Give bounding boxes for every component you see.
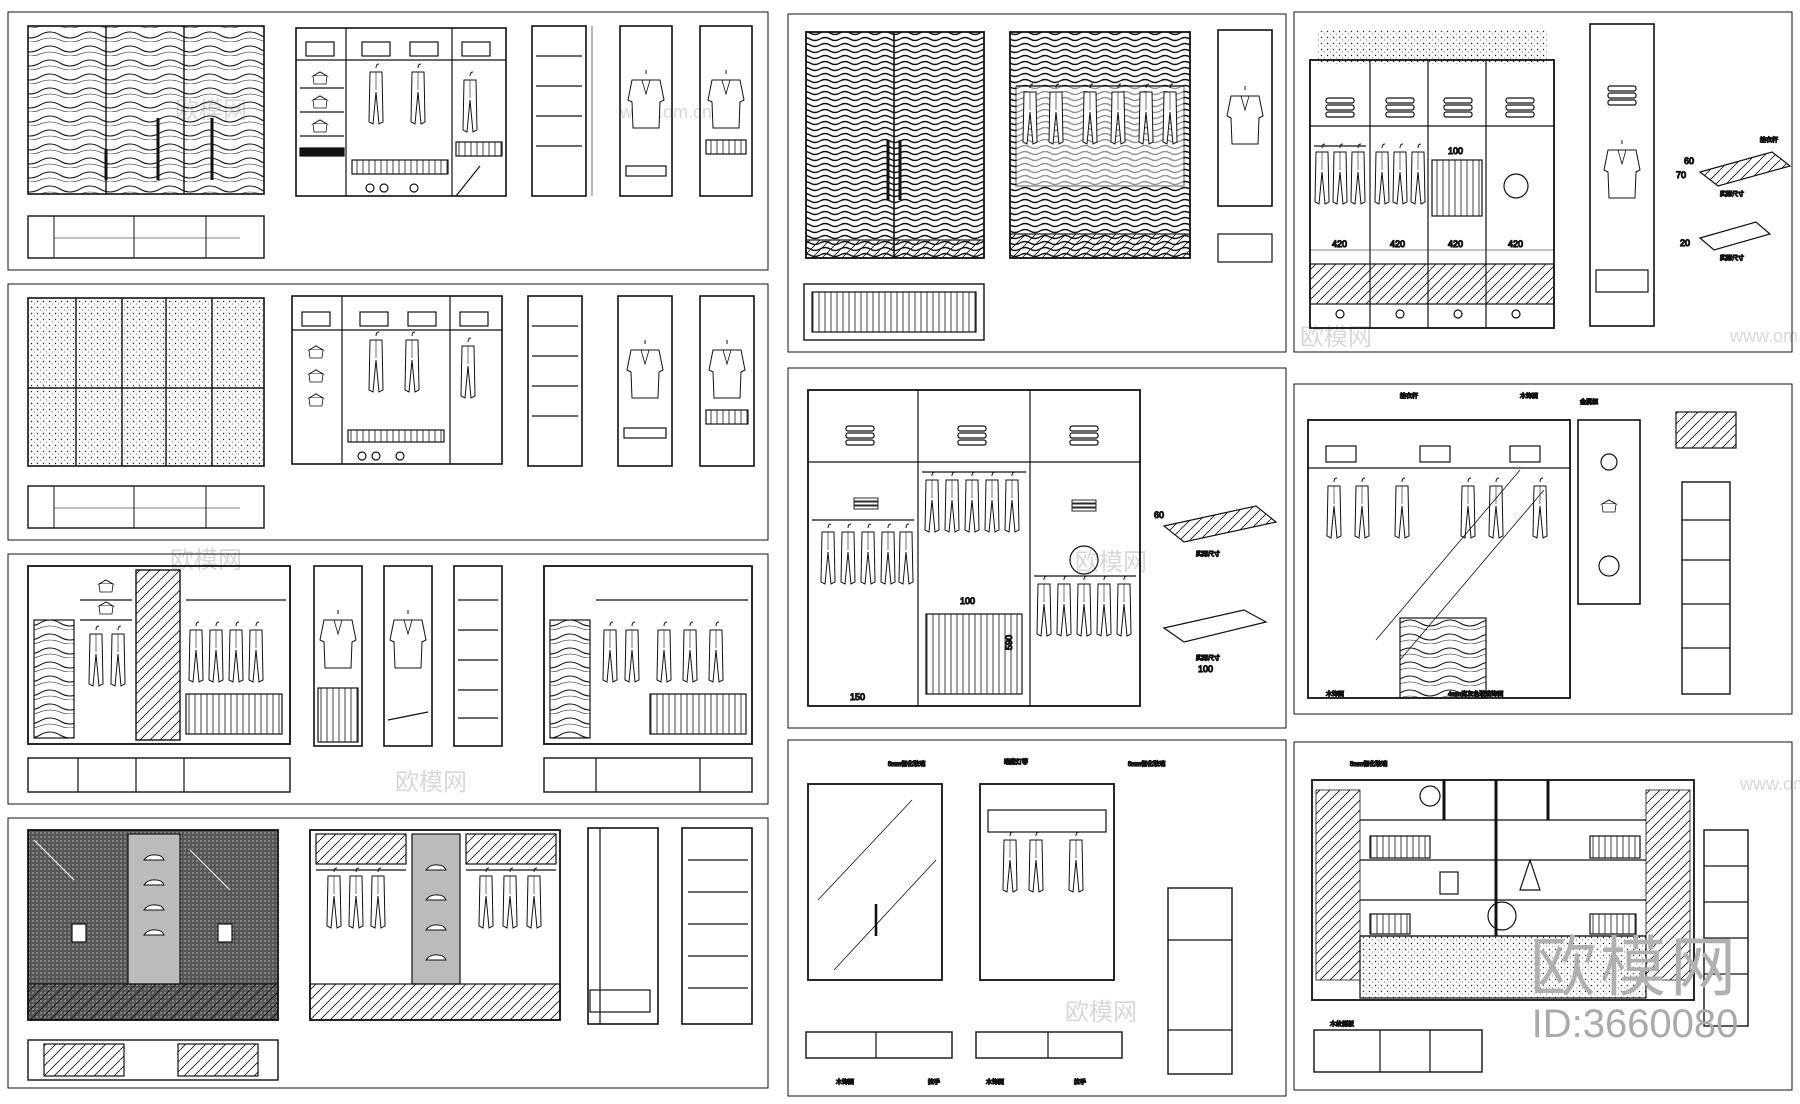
watermark-id: ID:3660080 bbox=[1531, 1002, 1739, 1046]
drawing-section-d bbox=[587, 827, 753, 1025]
annotation: 挂衣杆 bbox=[1760, 136, 1778, 144]
annotation: 暗藏灯带 bbox=[1004, 758, 1028, 766]
dimension-label: 100 bbox=[1448, 146, 1463, 156]
dimension-label: 60 bbox=[1684, 156, 1694, 166]
drawing-wardrobe-with-dims: 420 420 420 420 100 实际尺寸 实际尺寸 60 70 20 挂… bbox=[1309, 23, 1792, 329]
dimension-label: 60 bbox=[1154, 510, 1164, 520]
annotation: 金属框 bbox=[1580, 398, 1598, 406]
annotation: 木饰面 bbox=[1326, 690, 1344, 698]
annotation: 实际尺寸 bbox=[1196, 550, 1220, 558]
dimension-label: 590 bbox=[1004, 635, 1014, 650]
annotation: 木饰面 bbox=[836, 1078, 854, 1086]
annotation: 5mm钢化玻璃 bbox=[1350, 760, 1387, 768]
dimension-label: 20 bbox=[1680, 238, 1690, 248]
watermark-brand: 欧模网 bbox=[1065, 999, 1137, 1026]
watermark-brand: 欧模网 bbox=[395, 769, 467, 796]
drawing-bookshelf-cabinet: 5mm钢化玻璃 木纹侧板 bbox=[1311, 759, 1749, 1073]
annotation: 5mm钢化玻璃 bbox=[1128, 760, 1165, 768]
annotation: 木饰面 bbox=[986, 1078, 1004, 1086]
drawing-narrow-sections-c bbox=[313, 565, 503, 747]
drawing-open-dark-wardrobe bbox=[309, 829, 561, 1021]
watermark-brand: 欧模网 bbox=[1075, 549, 1147, 576]
annotation: 木纹侧板 bbox=[1330, 1020, 1354, 1028]
watermark-site: www.om.cn bbox=[1739, 774, 1800, 794]
drawing-stone-door-wardrobe bbox=[27, 297, 265, 529]
drawing-open-wardrobe-a bbox=[295, 27, 507, 197]
annotation: 实际尺寸 bbox=[1720, 190, 1744, 198]
drawing-glass-door-units: 暗藏灯带 5mm钢化玻璃 5mm钢化玻璃 木饰面 拉手 木饰面 拉手 bbox=[805, 757, 1233, 1087]
dimension-label: 420 bbox=[1390, 239, 1405, 249]
drawing-wardrobe-c-right bbox=[543, 565, 753, 793]
dimension-label: 70 bbox=[1676, 170, 1686, 180]
dimension-label: 150 bbox=[850, 692, 865, 702]
annotation: 实际尺寸 bbox=[1720, 254, 1744, 262]
watermark-layer: 欧模网 欧模网 欧模网 欧模网 欧模网 欧模网 www.om.cn www.om… bbox=[170, 97, 1800, 1026]
dimension-label: 100 bbox=[960, 596, 975, 606]
dimension-label: 420 bbox=[1448, 239, 1463, 249]
drawing-section-b bbox=[527, 295, 755, 467]
site-watermark: 欧模网 ID:3660080 bbox=[1530, 932, 1740, 1046]
annotation: 挂衣杆 bbox=[1400, 392, 1418, 400]
drawing-wave-door-wardrobe bbox=[27, 25, 265, 259]
dimension-label: 100 bbox=[1198, 664, 1213, 674]
dimension-label: 420 bbox=[1508, 239, 1523, 249]
annotation: 木饰面 bbox=[1520, 392, 1538, 400]
annotation: 4mm宽灰色玻璃饰面 bbox=[1448, 690, 1503, 698]
drawing-dark-door-wardrobe bbox=[27, 829, 279, 1081]
watermark-site: www.om.cn bbox=[1729, 326, 1800, 346]
drawing-section-a bbox=[531, 25, 753, 197]
watermark-logo-text: 欧模网 bbox=[1530, 930, 1740, 1004]
drawing-wardrobe-glass: 挂衣杆 木饰面 金属框 4mm宽灰色玻璃饰面 木饰面 bbox=[1307, 391, 1737, 699]
watermark-brand: 欧模网 bbox=[170, 547, 242, 574]
annotation: 拉手 bbox=[1074, 1078, 1086, 1086]
drawing-dense-wave-doors bbox=[803, 29, 1273, 341]
annotation: 实际尺寸 bbox=[1196, 654, 1220, 662]
annotation: 5mm钢化玻璃 bbox=[888, 760, 925, 768]
drawing-wardrobe-three-bay: 100 150 590 实际尺寸 实际尺寸 60 100 bbox=[807, 389, 1278, 707]
annotation: 拉手 bbox=[928, 1078, 940, 1086]
panel-frames bbox=[7, 11, 1793, 1097]
drawing-wardrobe-with-mirror bbox=[27, 565, 291, 793]
dimension-label: 420 bbox=[1332, 239, 1347, 249]
drawing-open-wardrobe-b bbox=[291, 295, 503, 465]
